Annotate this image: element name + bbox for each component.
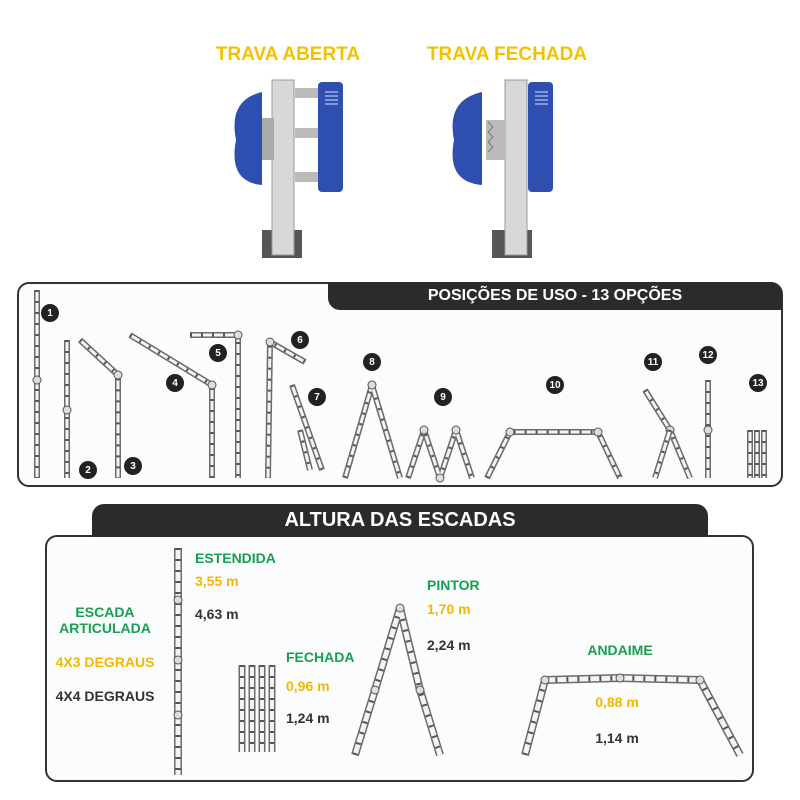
ladder-painter (351, 603, 444, 757)
painter-height-4x4: 2,24 m (427, 637, 471, 653)
heights-panel (45, 535, 754, 782)
position-number-13: 13 (749, 374, 767, 392)
hinge-icon (540, 675, 550, 685)
ladder-position-8 (342, 380, 403, 479)
position-number-11: 11 (644, 353, 662, 371)
ladder-position-7 (289, 384, 325, 471)
ladder-position-3 (77, 337, 123, 478)
hinge-icon (32, 375, 42, 385)
ladder-name-line2: ARTICULADA (59, 620, 151, 636)
position-number-12: 12 (699, 346, 717, 364)
positions-panel (17, 282, 783, 487)
hinge-icon (615, 673, 625, 683)
extended-label: ESTENDIDA (195, 550, 276, 566)
position-number-4: 4 (166, 374, 184, 392)
steps-4x4: 4X4 DEGRAUS (55, 688, 155, 704)
ladder-position-5 (190, 330, 243, 478)
extended-height-4x4: 4,63 m (195, 606, 239, 622)
hinge-icon (367, 380, 377, 390)
hinge-icon (435, 473, 445, 483)
painter-label: PINTOR (427, 577, 480, 593)
ladder-position-2 (62, 340, 72, 478)
position-number-10: 10 (546, 376, 564, 394)
closed-height-4x4: 1,24 m (286, 710, 330, 726)
lock-closed-title: TRAVA FECHADA (426, 44, 588, 65)
steps-4x3: 4X3 DEGRAUS (55, 654, 155, 670)
hinge-icon (505, 427, 515, 437)
scaffold-height-4x4: 1,14 m (595, 730, 639, 746)
hinge-icon (395, 603, 405, 613)
position-number-3: 3 (124, 457, 142, 475)
hinge-icon (173, 595, 183, 605)
ladder-position-10 (484, 427, 623, 480)
position-number-7: 7 (308, 388, 326, 406)
hinge-icon (451, 425, 461, 435)
ladder-position-1 (32, 290, 42, 478)
position-number-5: 5 (209, 344, 227, 362)
hinge-icon (233, 330, 243, 340)
hinge-icon (207, 380, 217, 390)
lock-open-image (234, 79, 343, 258)
painter-height-4x3: 1,70 m (427, 601, 471, 617)
position-number-8: 8 (363, 353, 381, 371)
lock-open-title: TRAVA ABERTA (215, 44, 361, 65)
heights-title: ALTURA DAS ESCADAS (92, 504, 708, 537)
ladder-position-7 (297, 429, 313, 471)
extended-height-4x3: 3,55 m (195, 573, 239, 589)
hinge-icon (593, 427, 603, 437)
hinge-icon (695, 675, 705, 685)
position-number-1: 1 (41, 304, 59, 322)
hinge-icon (62, 405, 72, 415)
position-number-6: 6 (291, 331, 309, 349)
ladder-extended (173, 548, 183, 775)
positions-title: POSIÇÕES DE USO - 13 OPÇÕES (328, 282, 782, 310)
scaffold-height-4x3: 0,88 m (595, 694, 639, 710)
scaffold-label: ANDAIME (587, 642, 653, 658)
hinge-icon (419, 425, 429, 435)
position-number-2: 2 (79, 461, 97, 479)
hinge-icon (113, 370, 123, 380)
ladder-scaffold (521, 673, 744, 757)
ladder-position-12 (703, 380, 713, 478)
closed-label: FECHADA (286, 649, 355, 665)
ladder-position-6 (265, 337, 307, 479)
hinge-icon (265, 337, 275, 347)
ladder-name: ESCADA ARTICULADA (59, 604, 151, 636)
hinge-icon (415, 685, 425, 695)
lock-closed-image (452, 79, 553, 258)
ladder-name-line1: ESCADA (75, 604, 135, 620)
ladder-position-9 (405, 425, 475, 483)
position-number-9: 9 (434, 388, 452, 406)
hinge-icon (173, 710, 183, 720)
hinge-icon (703, 425, 713, 435)
ladder-position-11 (652, 429, 673, 479)
hinge-icon (370, 685, 380, 695)
hinge-icon (173, 655, 183, 665)
closed-height-4x3: 0,96 m (286, 678, 330, 694)
ladder-position-4 (128, 332, 217, 478)
